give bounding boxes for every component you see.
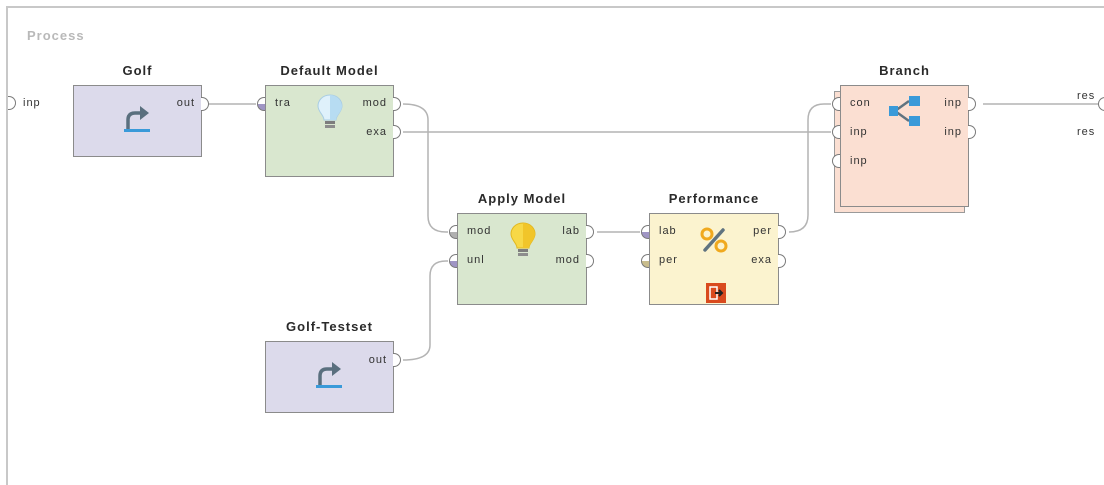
performance-per-in-label: per [659,254,678,266]
performance-lab-label: lab [659,225,677,237]
canvas-border-top [6,6,1104,8]
branch-inp-1-label: inp [850,126,868,138]
apply-model-mod-out-label: mod [555,254,580,266]
performance-per-out-label: per [753,225,772,237]
golf-testset-out-label: out [368,354,387,366]
branch-out-inp-1-label: inp [944,97,962,109]
process-title: Process [27,28,85,43]
apply-model-operator[interactable]: mod unl lab mod [457,213,587,305]
retrieve-arrow-icon [124,106,150,132]
performance-title: Performance [668,191,760,206]
golf-testset-title: Golf-Testset [286,319,373,334]
default-model-operator[interactable]: tra mod exa [265,85,394,177]
performance-lab-port[interactable] [641,225,649,239]
branch-inp-2-label: inp [850,155,868,167]
branch-con-label: con [850,97,871,109]
default-model-exa-label: exa [366,126,387,138]
apply-model-lab-label: lab [562,225,580,237]
subprocess-exit-icon[interactable] [706,283,726,303]
branch-con-port[interactable] [832,97,840,111]
apply-model-title: Apply Model [477,191,567,206]
performance-per-in-port[interactable] [641,254,649,268]
branch-out-inp-2-label: inp [944,126,962,138]
branch-inp-1-port[interactable] [832,125,840,139]
lightbulb-icon [317,94,343,128]
default-model-tra-label: tra [275,97,291,109]
branch-title: Branch [879,63,930,78]
golf-title: Golf [122,63,153,78]
golf-testset-operator[interactable]: out [265,341,394,413]
apply-model-unl-port[interactable] [449,254,457,268]
default-model-tra-port[interactable] [257,97,265,111]
wire-default-model-mod-to-apply-model [402,103,448,233]
apply-model-mod-in-label: mod [467,225,492,237]
golf-out-label: out [176,97,195,109]
result-port-1-label: res [1077,90,1096,102]
canvas-border-left [6,6,8,485]
golf-operator[interactable]: out [73,85,202,157]
lightbulb-icon [510,222,536,256]
result-port-2-label: res [1077,126,1096,138]
apply-model-unl-label: unl [467,254,485,266]
branch-inp-2-port[interactable] [832,154,840,168]
performance-operator[interactable]: lab per per exa [649,213,779,305]
branch-operator[interactable]: con inp inp inp inp [840,85,969,207]
default-model-mod-label: mod [362,97,387,109]
wire-testset-to-apply-model-unl [402,260,448,361]
wire-performance-per-to-branch-con [788,103,831,233]
default-model-title: Default Model [280,63,379,78]
branch-icon [889,96,920,126]
retrieve-arrow-icon [316,362,342,388]
performance-exa-label: exa [751,254,772,266]
percent-icon [700,227,728,253]
process-input-port-label: inp [23,97,41,109]
apply-model-mod-in-port[interactable] [449,225,457,239]
